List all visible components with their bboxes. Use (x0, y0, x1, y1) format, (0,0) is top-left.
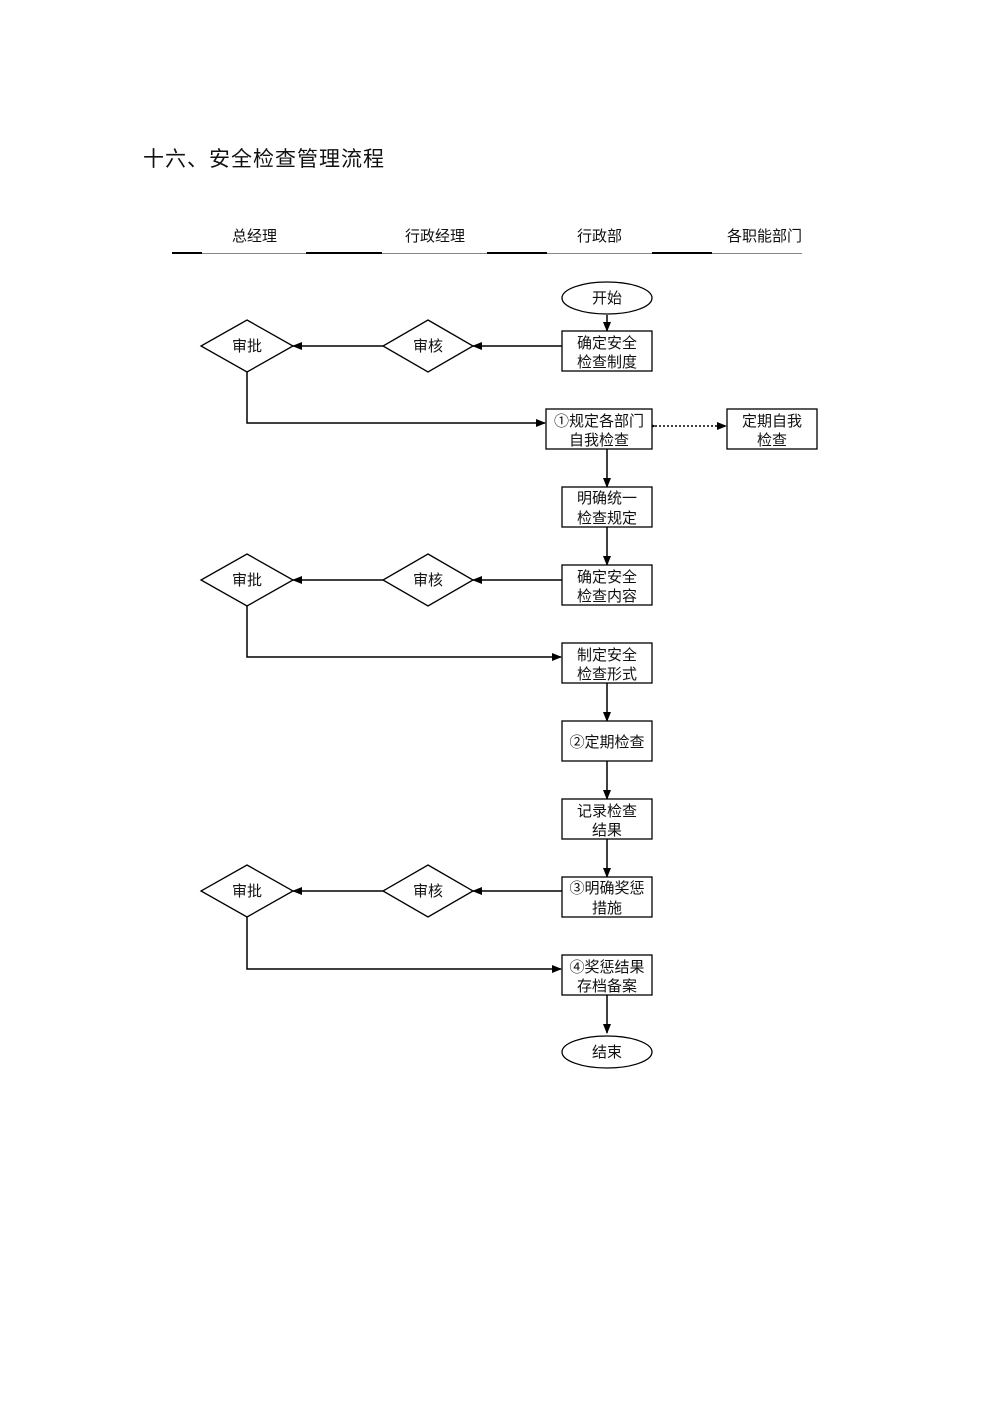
node-approve2-shape (199, 553, 295, 607)
node-n3-label-line1: 明确统一 (577, 489, 637, 507)
lane-header-rule-segment (652, 252, 712, 254)
node-n5-label-line1: 制定安全 (577, 646, 637, 664)
lane-header-rule-segment (487, 252, 547, 254)
node-review2-shape (381, 553, 475, 607)
node-approve1-shape (199, 319, 295, 373)
node-n1-shape (561, 330, 653, 372)
node-n1-label-line1: 确定安全 (577, 334, 637, 352)
node-n7-label-line2: 结果 (592, 821, 622, 839)
node-n6-shape (561, 720, 653, 762)
node-side-label-line1: 定期自我 (742, 412, 802, 430)
node-review1-label: 审核 (413, 337, 443, 355)
node-n9-label-line2: 存档备案 (577, 977, 637, 995)
node-n8-label-line2: 措施 (592, 899, 622, 917)
node-review3-shape (381, 864, 475, 918)
lane-header-admin-manager: 行政经理 (405, 227, 466, 245)
node-review1-shape (381, 319, 475, 373)
node-approve3-shape (199, 864, 295, 918)
node-n7-label-line1: 记录检查 (577, 802, 637, 820)
page-title: 十六、安全检查管理流程 (143, 147, 385, 171)
edge-approve2-to-n5 (246, 605, 562, 661)
edge-approve3-to-n9 (246, 916, 562, 973)
node-end-shape (561, 1035, 653, 1069)
node-approve1-label: 审批 (232, 337, 262, 355)
node-n9-shape (561, 954, 653, 996)
node-n4-shape (561, 564, 653, 606)
node-n5-shape (561, 642, 653, 684)
lane-header-functional-depts: 各职能部门 (727, 227, 803, 245)
lane-header-rule-segment (172, 252, 202, 254)
lane-header-rule-segment (306, 252, 382, 254)
node-end-label: 结束 (592, 1043, 622, 1061)
node-n5-label-line2: 检查形式 (577, 665, 637, 683)
lane-header-general-manager: 总经理 (232, 227, 278, 245)
node-n4-label-line1: 确定安全 (577, 568, 637, 586)
lane-header-admin-dept: 行政部 (577, 227, 623, 245)
node-n1-label-line2: 检查制度 (577, 353, 637, 371)
node-n7-shape (561, 798, 653, 840)
node-n3-shape (561, 486, 653, 528)
edge-approve1-to-n2 (246, 371, 546, 427)
node-review3-label: 审核 (413, 882, 443, 900)
node-n2-label-line1: ①规定各部门 (554, 412, 644, 430)
node-approve2-label: 审批 (232, 571, 262, 589)
node-n6-label: ②定期检查 (569, 733, 644, 751)
node-n2-shape (545, 408, 653, 450)
node-n8-shape (561, 876, 653, 918)
node-start-shape (561, 281, 653, 315)
node-n9-label-line1: ④奖惩结果 (569, 958, 644, 976)
node-review2-label: 审核 (413, 571, 443, 589)
node-n4-label-line2: 检查内容 (577, 587, 637, 605)
node-n2-label-line2: 自我检查 (569, 431, 629, 449)
node-n8-label-line1: ③明确奖惩 (569, 879, 644, 897)
node-start-label: 开始 (592, 289, 622, 307)
node-n3-label-line2: 检查规定 (577, 509, 637, 527)
node-side-label-line2: 检查 (757, 431, 787, 449)
node-side-shape (726, 408, 818, 450)
node-approve3-label: 审批 (232, 882, 262, 900)
